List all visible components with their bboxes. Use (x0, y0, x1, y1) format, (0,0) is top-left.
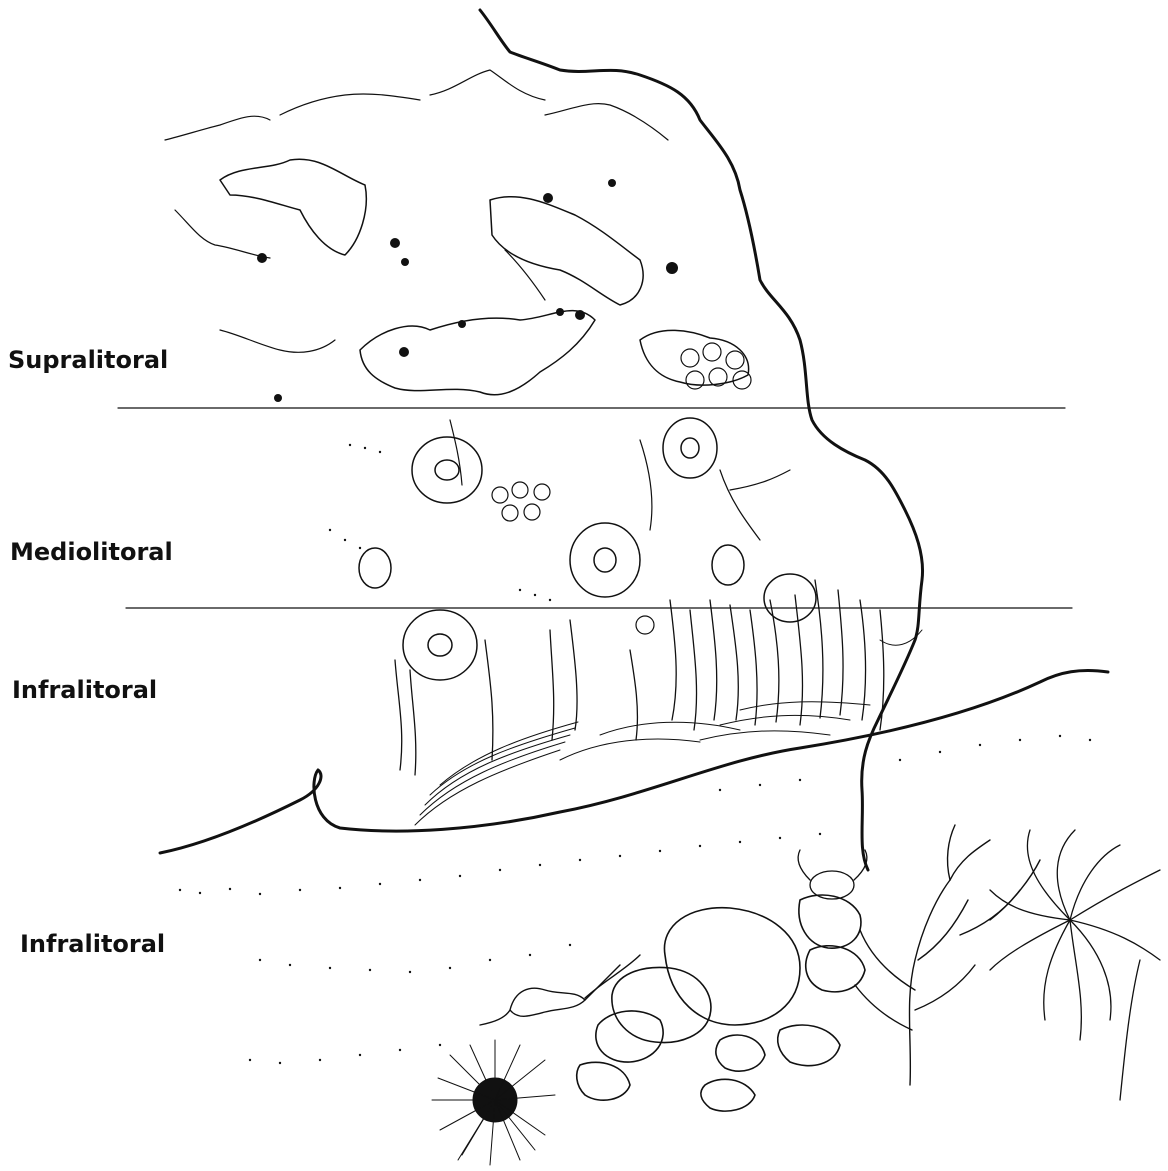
zone-label-supralitoral: Supralitoral (8, 346, 168, 374)
water-line (160, 670, 1108, 853)
limpet (403, 610, 477, 680)
limpet (359, 548, 391, 588)
limpet (412, 437, 482, 503)
lichen-patch (220, 159, 366, 255)
sea-anemone (990, 830, 1160, 1100)
lichen-patch (490, 197, 643, 305)
zone-label-infralitoral-upper: Infralitoral (12, 676, 157, 704)
limpet (712, 545, 744, 585)
lichen-patch (640, 330, 749, 385)
barnacle (636, 616, 654, 634)
cliff-outline (480, 10, 923, 870)
limpet (570, 523, 640, 597)
limpet (764, 574, 816, 622)
rock-crevices (165, 70, 790, 540)
branching-algae (855, 825, 1040, 1085)
barnacle-cluster (492, 482, 550, 521)
shrimp (480, 955, 640, 1025)
sea-urchin (432, 1040, 555, 1165)
boulders (577, 895, 865, 1111)
algae-mat (415, 630, 922, 825)
limpet (663, 418, 717, 478)
zone-label-mediolitoral: Mediolitoral (10, 538, 173, 566)
small-crab (798, 850, 867, 899)
dark-spots (257, 179, 678, 402)
zone-label-infralitoral-lower: Infralitoral (20, 930, 165, 958)
lichen-patch (360, 311, 595, 395)
